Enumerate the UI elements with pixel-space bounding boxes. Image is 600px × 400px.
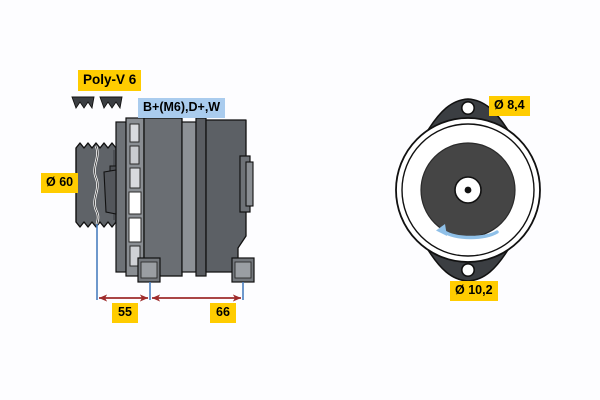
slip-ring-end-housing — [205, 119, 254, 273]
drive-end-housing — [103, 117, 145, 277]
label-poly-v: Poly-V 6 — [78, 70, 142, 91]
label-mount-hole-top: Ø 8,4 — [489, 96, 530, 116]
front-circular-view — [395, 98, 541, 282]
label-pulley-diameter: Ø 60 — [41, 173, 79, 193]
mounting-foot — [137, 257, 255, 283]
label-dimension-66: 66 — [210, 303, 236, 323]
mount-hole-top — [460, 101, 475, 116]
mount-hole-bottom — [460, 262, 475, 277]
label-dimension-55: 55 — [112, 303, 138, 323]
stator-body — [143, 117, 207, 277]
cooling-slots — [128, 123, 142, 267]
center-hub-dot — [464, 186, 472, 194]
extension-lines — [96, 224, 244, 300]
label-terminals: B+(M6),D+,W — [138, 98, 226, 118]
rotation-arrow — [436, 224, 499, 240]
label-mount-hole-bottom: Ø 10,2 — [450, 281, 498, 301]
belt-profile-icon — [71, 96, 123, 110]
side-profile-view — [71, 96, 255, 302]
